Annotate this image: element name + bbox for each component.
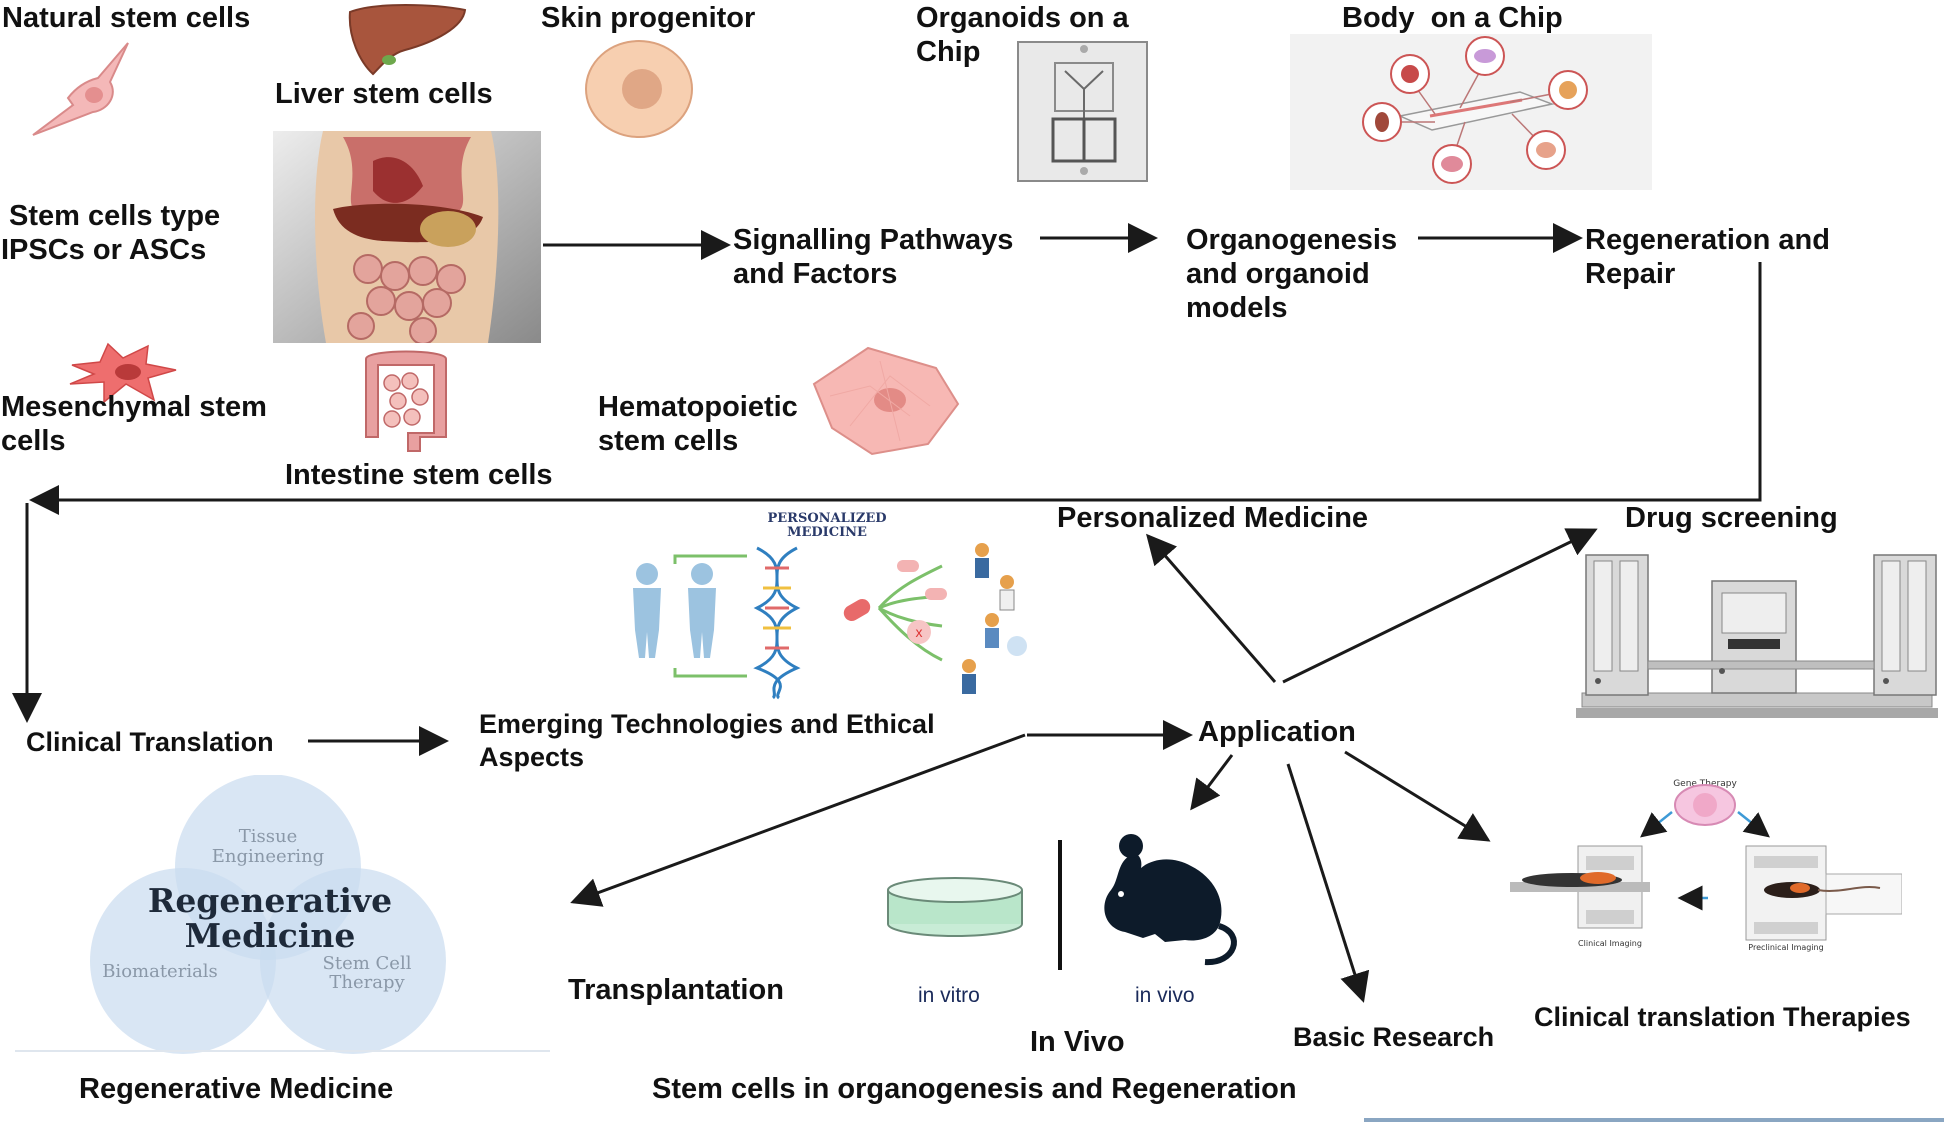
mesenchymal-label-1: Mesenchymal stem: [1, 391, 267, 423]
application-label: Application: [1198, 716, 1356, 748]
intestine-icon: [354, 345, 459, 455]
signalling-label-1: Signalling Pathways: [733, 224, 1014, 256]
arrow-application-to-drug-screening: [1282, 528, 1598, 684]
mesenchymal-cell-icon: [68, 340, 180, 405]
in-vivo-label: In Vivo: [1030, 1026, 1125, 1058]
hematopoietic-label-1: Hematopoietic: [598, 391, 798, 423]
mouse-icon: [1095, 834, 1245, 969]
personalized-graphic-title-2: MEDICINE: [787, 525, 867, 540]
personalized-graphic-title-1: PERSONALIZED: [767, 511, 886, 526]
organogenesis-label-3: models: [1186, 292, 1288, 324]
vitro-vivo-divider: [1058, 840, 1062, 970]
venn-center-line2: Medicine: [185, 916, 356, 955]
organoids-on-chip-label-2: Chip: [916, 36, 981, 68]
regeneration-label-2: Repair: [1585, 258, 1676, 290]
venn-tissue-line2: Engineering: [212, 846, 324, 867]
clinical-translation-label: Clinical Translation: [26, 727, 274, 757]
arrow-application-to-transplantation: [570, 733, 1026, 907]
svg-text:x: x: [916, 624, 923, 640]
body-on-chip-icon: [1290, 34, 1652, 190]
venn-biomaterials: Biomaterials: [102, 961, 218, 982]
signalling-label-2: and Factors: [733, 258, 898, 290]
regenerative-medicine-label: Regenerative Medicine: [79, 1073, 394, 1105]
emerging-tech-label-2: Aspects: [479, 742, 585, 772]
in-vivo-small-label: in vivo: [1135, 984, 1195, 1007]
in-vitro-label: in vitro: [918, 984, 980, 1007]
stem-cells-type-label-2: IPSCs or ASCs: [1, 234, 207, 266]
basic-research-label: Basic Research: [1293, 1022, 1495, 1052]
hematopoietic-label-2: stem cells: [598, 425, 739, 457]
venn-stem-cell-line1: Stem Cell: [323, 953, 412, 974]
personalized-medicine-graphic: PERSONALIZED MEDICINE: [597, 508, 1057, 708]
transplantation-label: Transplantation: [568, 974, 784, 1006]
arrow-application-to-personalized: [1146, 533, 1277, 683]
petri-dish-icon: [885, 876, 1025, 938]
venn-tissue-line1: Tissue: [239, 826, 297, 847]
skin-progenitor-label: Skin progenitor: [541, 2, 756, 34]
emerging-tech-label-1: Emerging Technologies and Ethical: [479, 709, 935, 739]
imaging-graphic: Gene Therapy Clinical Imaging Preclinica…: [1510, 778, 1902, 954]
mesenchymal-label-2: cells: [1, 425, 66, 457]
arrow-application-to-basic-research: [1286, 763, 1370, 1003]
organoids-on-chip-label-1: Organoids on a: [916, 2, 1129, 34]
organogenesis-label-1: Organogenesis: [1186, 224, 1398, 256]
arrow-application-to-in-vivo: [1190, 754, 1234, 811]
anatomy-torso-image: [273, 131, 541, 343]
intestine-stem-cells-label: Intestine stem cells: [285, 459, 553, 491]
regeneration-label-1: Regeneration and: [1585, 224, 1830, 256]
skin-progenitor-cell-icon: [583, 38, 695, 140]
liver-icon: [345, 2, 470, 77]
natural-stem-cells-label: Natural stem cells: [2, 2, 251, 34]
drug-screening-machine-icon: [1572, 553, 1942, 725]
preclinical-imaging-label: Preclinical Imaging: [1748, 943, 1823, 952]
clinical-imaging-label: Clinical Imaging: [1578, 939, 1642, 948]
venn-diagram: Tissue Engineering Biomaterials Stem Cel…: [15, 775, 550, 1055]
personalized-medicine-label: Personalized Medicine: [1057, 502, 1369, 534]
bottom-edge-rule: [1364, 1118, 1944, 1122]
clinical-translation-therapies-label: Clinical translation Therapies: [1534, 1002, 1911, 1032]
arrow-regeneration-loop-back: [28, 262, 1762, 515]
organoid-chip-icon: [1017, 41, 1148, 182]
body-on-chip-label: Body on a Chip: [1342, 2, 1563, 34]
gene-therapy-label: Gene Therapy: [1673, 779, 1737, 789]
liver-stem-cells-label: Liver stem cells: [275, 78, 493, 110]
footer-title: Stem cells in organogenesis and Regenera…: [652, 1073, 1297, 1105]
arrow-application-to-clinical-therapies: [1344, 750, 1491, 842]
drug-screening-label: Drug screening: [1625, 502, 1838, 534]
hematopoietic-cell-icon: [810, 346, 960, 456]
organogenesis-label-2: and organoid: [1186, 258, 1370, 290]
venn-center-line1: Regenerative: [148, 881, 392, 920]
venn-stem-cell-line2: Therapy: [329, 972, 405, 993]
natural-stem-cell-icon: [28, 40, 138, 140]
stem-cells-type-label-1: Stem cells type: [9, 200, 221, 232]
